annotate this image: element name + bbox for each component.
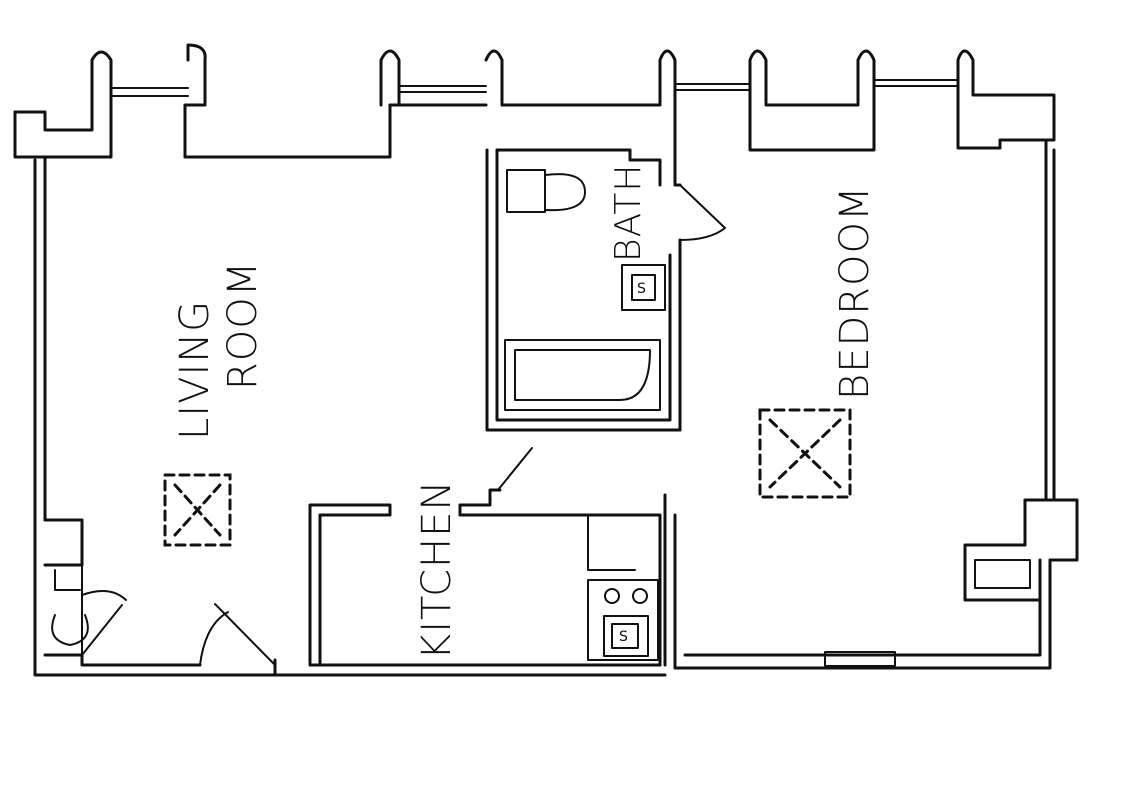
kitchen-label: KITCHEN [414, 480, 460, 660]
living-room-label-line2: ROOM [220, 261, 266, 390]
entry-closet [43, 518, 276, 667]
bath-label: BATH [608, 164, 649, 262]
living-room-label-line1: LIVING [172, 300, 218, 440]
kitchen-sink-mark: S [619, 629, 628, 645]
bath-block [485, 148, 726, 432]
bath-sink-mark: S [637, 281, 646, 297]
top-facade [13, 43, 1056, 167]
bedroom-closet [824, 498, 1042, 667]
ceiling-fixtures [163, 408, 852, 547]
bedroom-label: BEDROOM [832, 185, 878, 400]
kitchen-block [308, 447, 667, 667]
windows [110, 79, 959, 97]
